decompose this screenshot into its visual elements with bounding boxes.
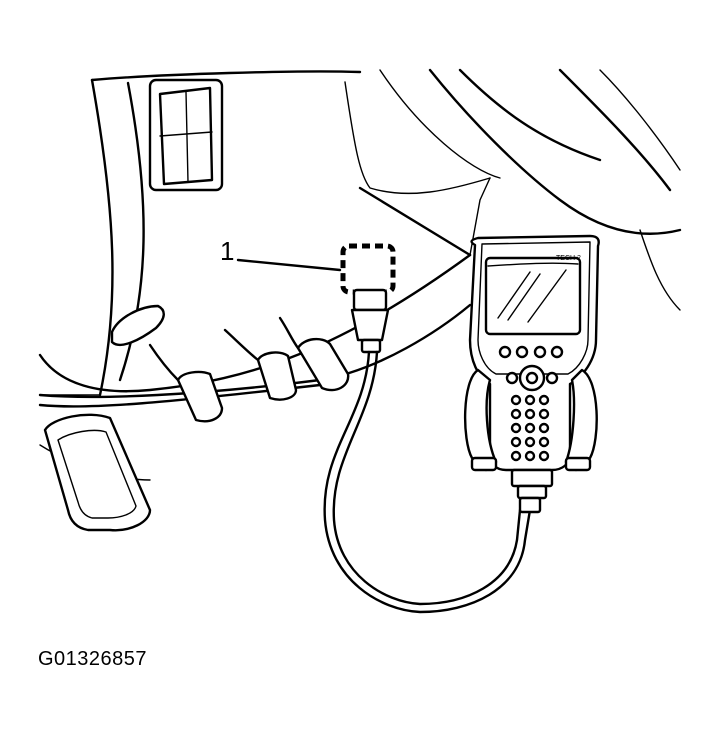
floor-mat bbox=[43, 413, 152, 532]
dashboard-panel bbox=[38, 70, 491, 399]
brake-pedal bbox=[148, 343, 224, 423]
knee-panel-opening bbox=[110, 304, 165, 347]
navigation-pad bbox=[505, 364, 559, 392]
keypad bbox=[510, 394, 550, 462]
data-link-connector bbox=[340, 243, 396, 295]
callout-leader-line bbox=[236, 258, 342, 272]
diagnostic-cable bbox=[323, 350, 532, 614]
air-vent bbox=[148, 78, 224, 192]
scan-tool-screen bbox=[484, 256, 582, 336]
scan-tool: TECH 2 bbox=[463, 234, 600, 514]
scan-tool-screen-label: TECH 2 bbox=[556, 255, 581, 262]
figure-id: G01326857 bbox=[38, 648, 148, 670]
callout-1: 1 bbox=[220, 236, 235, 266]
accelerator-pedal bbox=[278, 316, 350, 392]
function-keys bbox=[498, 345, 564, 359]
cable-plug bbox=[350, 288, 390, 354]
clutch-pedal bbox=[223, 328, 298, 401]
steering-column bbox=[379, 68, 682, 311]
